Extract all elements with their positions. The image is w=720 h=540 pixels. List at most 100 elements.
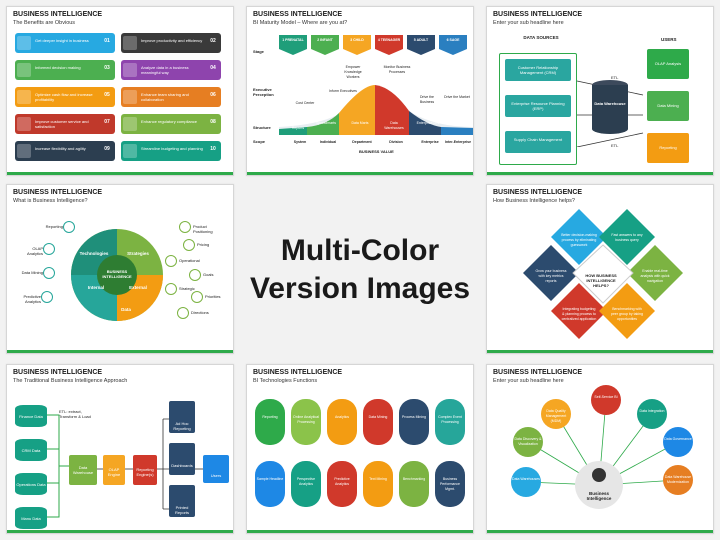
tech-pill-top [327, 399, 357, 445]
benefit-icon [17, 90, 31, 104]
help-diamond [599, 209, 655, 265]
help-diamond [599, 283, 655, 339]
slide-what-is-bi[interactable]: BUSINESS INTELLIGENCE What is Business I… [6, 184, 234, 354]
right-node-label: Product Positioning [193, 224, 213, 234]
tech-label-top: Complex Event Processing [438, 415, 462, 424]
users-heading: USERS [661, 37, 677, 42]
slide-data-sources[interactable]: BUSINESS INTELLIGENCE Enter your sub hea… [486, 6, 714, 176]
benefit-card [121, 114, 221, 134]
stage-flag [407, 35, 435, 55]
structure-text: Spreadmarts [315, 121, 337, 125]
hub-node-label: Data Warehouses [512, 477, 540, 481]
hub-node-label: Data Governance [664, 437, 692, 441]
benefit-number: 01 [104, 38, 110, 44]
bi-wheel-center-label: BUSINESS INTELLIGENCE [102, 269, 132, 279]
how-bi-helps-center: HOW BUSINESS INTELLIGENCE HELPS? [585, 273, 617, 288]
benefit-card [15, 114, 115, 134]
hub-node-label: Data Warehouse Modernization [664, 475, 692, 484]
users-label: Users [210, 473, 222, 478]
tech-pill-bottom [255, 461, 285, 507]
slide-title: BUSINESS INTELLIGENCE [13, 189, 103, 196]
slide-bi-hub[interactable]: BUSINESS INTELLIGENCE Enter your sub hea… [486, 364, 714, 534]
scope-text: Inter-Enterprise [444, 140, 472, 144]
hub-node-label: Data Integration [639, 409, 665, 413]
database-label: CRM Data [21, 448, 41, 453]
right-node-label: Pricing [197, 242, 210, 247]
slide-how-bi-helps[interactable]: BUSINESS INTELLIGENCE How Business Intel… [486, 184, 714, 354]
benefit-number: 08 [210, 119, 216, 125]
tech-label-bottom: Perspective Analytics [296, 477, 316, 486]
slide-bi-technologies[interactable]: BUSINESS INTELLIGENCE BI Technologies Fu… [246, 364, 474, 534]
benefit-icon [123, 90, 137, 104]
benefit-card [121, 87, 221, 107]
slide-benefits[interactable]: BUSINESS INTELLIGENCE The Benefits are O… [6, 6, 234, 176]
help-text: Fast answers to any business query [611, 233, 643, 242]
tech-label-top: Analytics [334, 415, 349, 419]
tech-pill-top [435, 399, 465, 445]
source-label: Customer Relationship Management (CRM) [517, 65, 559, 75]
left-node-icon [43, 243, 55, 255]
tech-pill-bottom [291, 461, 321, 507]
benefit-text: Streamline budgeting and planning [141, 146, 203, 151]
user-monitor [647, 133, 689, 163]
help-diamond [551, 283, 607, 339]
scope-text: Division [389, 140, 403, 144]
exec-perception-label: Executive Perception [253, 87, 274, 97]
structure-text: BI Services [447, 121, 465, 125]
scope-text: Enterprise [421, 140, 439, 144]
tech-pill-bottom [363, 461, 393, 507]
output-box [169, 443, 195, 475]
stage-label: 6 SAGE [446, 38, 460, 42]
tech-label-bottom: Text Mining [369, 477, 387, 481]
tech-label-bottom: Business Performance Mgmt. [439, 477, 461, 491]
wheel-segment-label: External [129, 285, 147, 290]
database-cylinder [15, 473, 47, 495]
right-node-label: Goals [203, 272, 214, 277]
benefit-text: Informed decision making [35, 65, 81, 70]
slide-title: BUSINESS INTELLIGENCE [253, 369, 343, 376]
output-box [169, 485, 195, 517]
right-node-label: Directions [191, 310, 209, 315]
users-box [203, 455, 229, 483]
slide-accent-bar [487, 350, 713, 353]
left-node-label: Data Mining [21, 270, 43, 275]
data-warehouse-label: Data Warehouse [72, 465, 94, 475]
source-label: Enterprise Resource Planning (ERP) [511, 101, 565, 111]
benefit-text: Get deeper insight in business [35, 38, 89, 43]
database-cylinder [15, 439, 47, 461]
user-monitor [647, 91, 689, 121]
source-box [505, 95, 571, 117]
stage-flag [375, 35, 403, 55]
slide-accent-bar [247, 530, 473, 533]
right-node-icon [183, 239, 195, 251]
business-value-label: BUSINESS VALUE [359, 149, 394, 154]
hub-node [663, 427, 693, 457]
benefit-text: Improve customer service and satisfactio… [35, 119, 89, 129]
slide-subtitle: Enter your sub headline here [493, 378, 564, 384]
benefit-text: Enhance regulatory compliance [141, 119, 198, 124]
data-warehouse-box [69, 455, 97, 485]
benefit-icon [17, 36, 31, 50]
benefit-number: 10 [210, 146, 216, 152]
slide-title: BUSINESS INTELLIGENCE [493, 11, 583, 18]
slide-accent-bar [247, 172, 473, 175]
benefit-icon [123, 63, 137, 77]
benefit-card [15, 141, 115, 161]
output-label: Dashboards [171, 463, 193, 468]
slide-title: BUSINESS INTELLIGENCE [493, 369, 583, 376]
benefit-number: 05 [104, 92, 110, 98]
structure-text: Data Warehouses [384, 121, 404, 130]
help-diamond [523, 245, 579, 301]
etl-label: ETL: extract, Transform & Load [59, 409, 91, 419]
stage-flag [439, 35, 467, 55]
tech-pill-top [399, 399, 429, 445]
maturity-curve-graphic [279, 35, 473, 135]
database-cylinder [15, 507, 47, 529]
benefit-icon [123, 36, 137, 50]
right-node-label: Operational [179, 258, 200, 263]
slide-maturity-model[interactable]: BUSINESS INTELLIGENCE BI Maturity Model … [246, 6, 474, 176]
slide-title: BUSINESS INTELLIGENCE [493, 189, 583, 196]
slide-traditional-approach[interactable]: BUSINESS INTELLIGENCE The Traditional Bu… [6, 364, 234, 534]
slide-accent-bar [487, 172, 713, 175]
benefit-icon [17, 144, 31, 158]
